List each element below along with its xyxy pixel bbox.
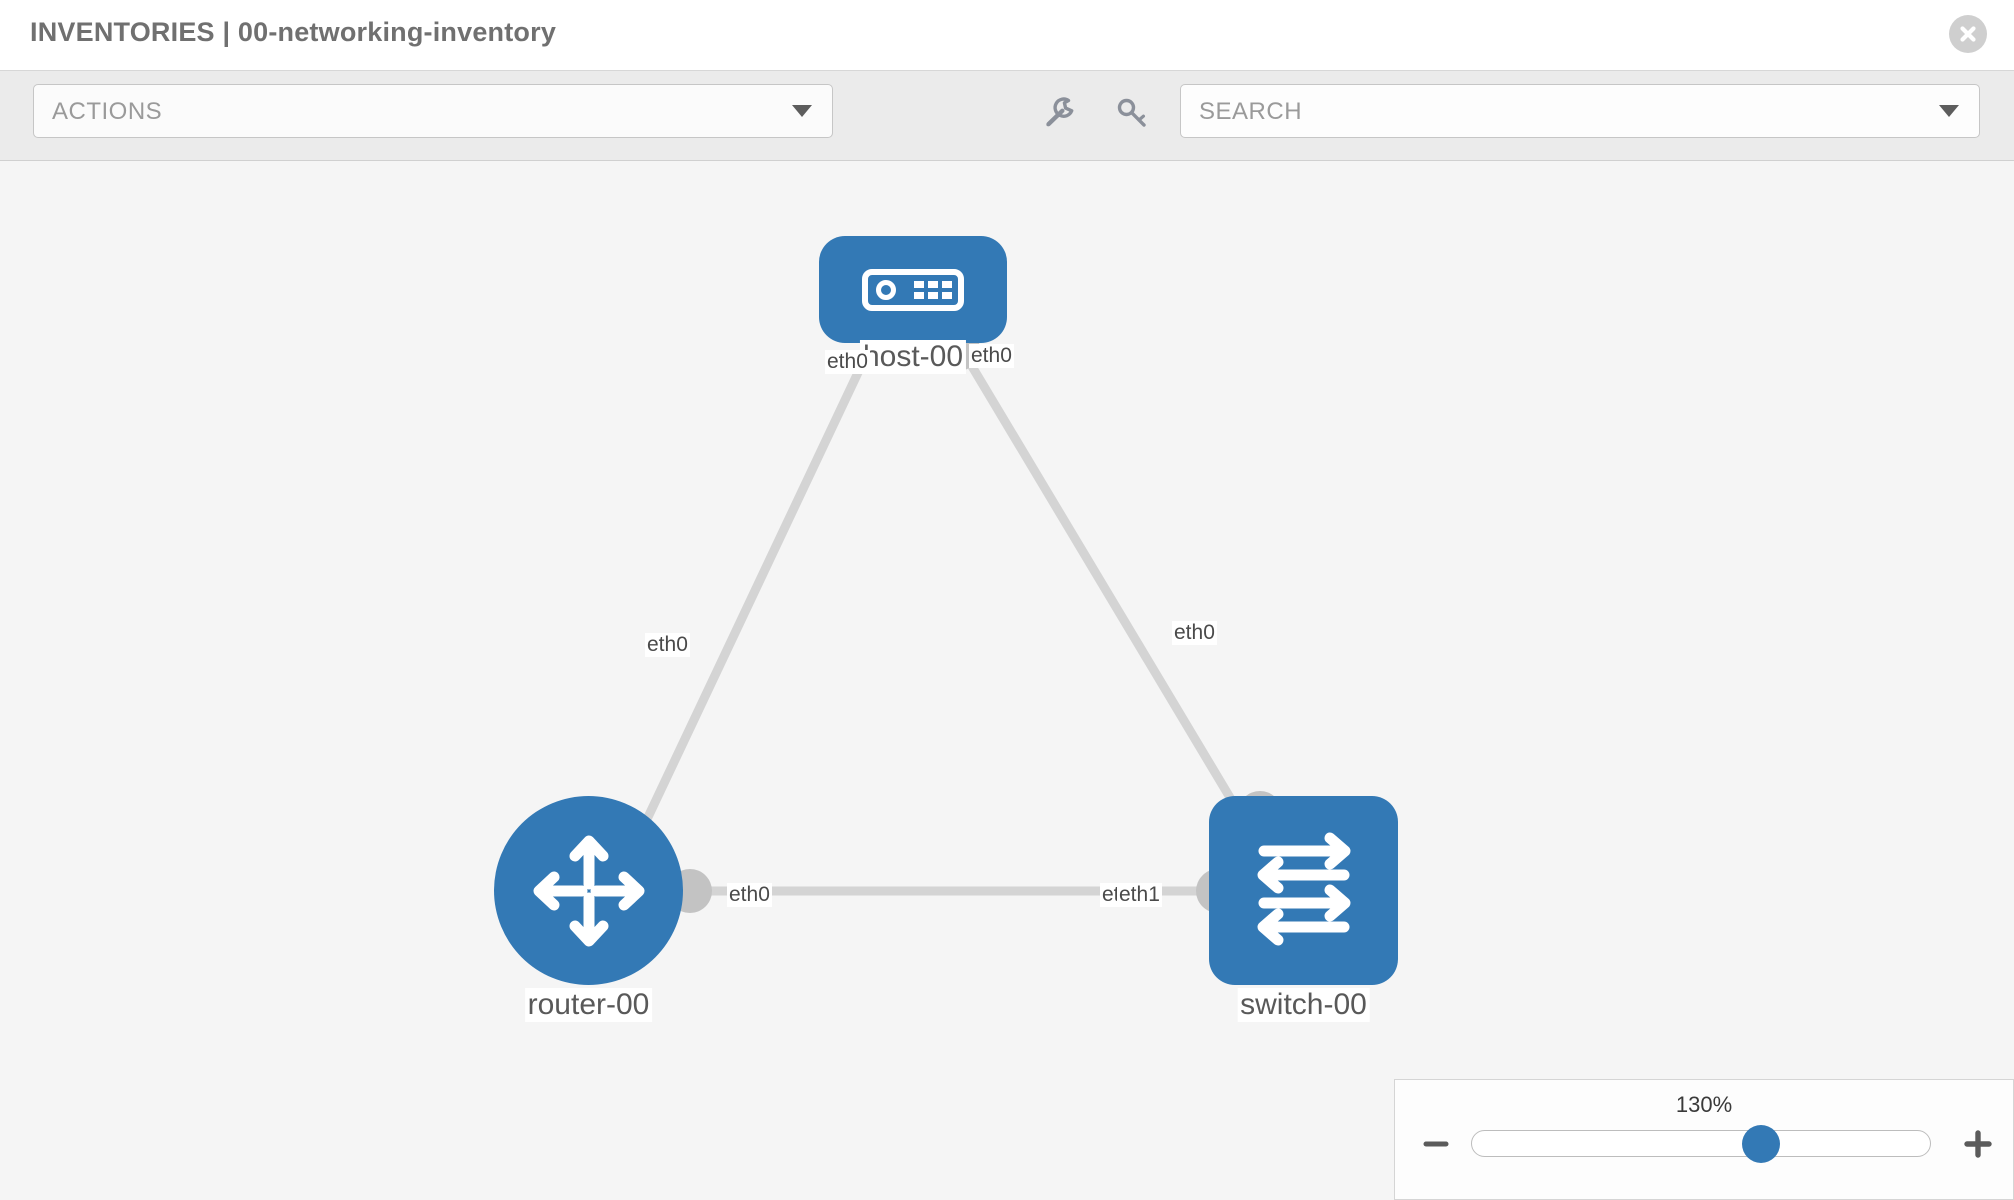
node-router-00[interactable]: router-00 xyxy=(494,796,683,1022)
edge-label-switch-up: eth0 xyxy=(1172,621,1217,645)
zoom-slider-thumb[interactable] xyxy=(1741,1124,1780,1163)
wrench-icon[interactable] xyxy=(1036,93,1082,133)
node-host-00-shape[interactable] xyxy=(819,236,1007,343)
node-host-00-label: host-00 xyxy=(859,340,967,374)
search-placeholder: SEARCH xyxy=(1199,98,1303,125)
zoom-out-button[interactable] xyxy=(1419,1127,1453,1161)
topology-canvas[interactable]: host-00 router-00 xyxy=(0,161,2014,1200)
page-header: INVENTORIES | 00-networking-inventory xyxy=(0,0,2014,71)
search-input[interactable]: SEARCH xyxy=(1180,84,1980,138)
edge-label-host-right: eth0 xyxy=(969,344,1014,368)
node-switch-00[interactable]: switch-00 xyxy=(1209,796,1398,1022)
node-switch-00-shape[interactable] xyxy=(1209,796,1398,985)
edge-label-router-up: eth0 xyxy=(645,633,690,657)
router-arrows-icon xyxy=(533,835,644,946)
actions-dropdown[interactable]: ACTIONS xyxy=(33,84,833,138)
topology-links xyxy=(627,340,1266,896)
zoom-level-label: 130% xyxy=(1675,1092,1733,1117)
chevron-down-icon[interactable] xyxy=(1939,105,1959,117)
key-icon[interactable] xyxy=(1109,93,1155,133)
server-icon xyxy=(862,268,964,311)
edge-label-router-right: eth0 xyxy=(727,883,772,907)
switch-arrows-icon xyxy=(1257,832,1350,945)
page-title: INVENTORIES | 00-networking-inventory xyxy=(30,17,557,47)
node-host-00[interactable]: host-00 xyxy=(819,236,1007,374)
node-router-00-label: router-00 xyxy=(524,988,653,1022)
chevron-down-icon xyxy=(792,105,812,117)
actions-dropdown-label: ACTIONS xyxy=(52,98,163,125)
edge-label-switch-left-over: eth1 xyxy=(1117,883,1162,907)
node-router-00-shape[interactable] xyxy=(494,796,683,985)
node-switch-00-label: switch-00 xyxy=(1237,988,1370,1022)
zoom-in-button[interactable] xyxy=(1961,1127,1995,1161)
zoom-control-panel: 130% xyxy=(1394,1079,2014,1200)
zoom-slider[interactable] xyxy=(1471,1124,1931,1163)
edge-label-host-left: eth0 xyxy=(825,350,870,374)
close-icon[interactable] xyxy=(1949,15,1987,53)
